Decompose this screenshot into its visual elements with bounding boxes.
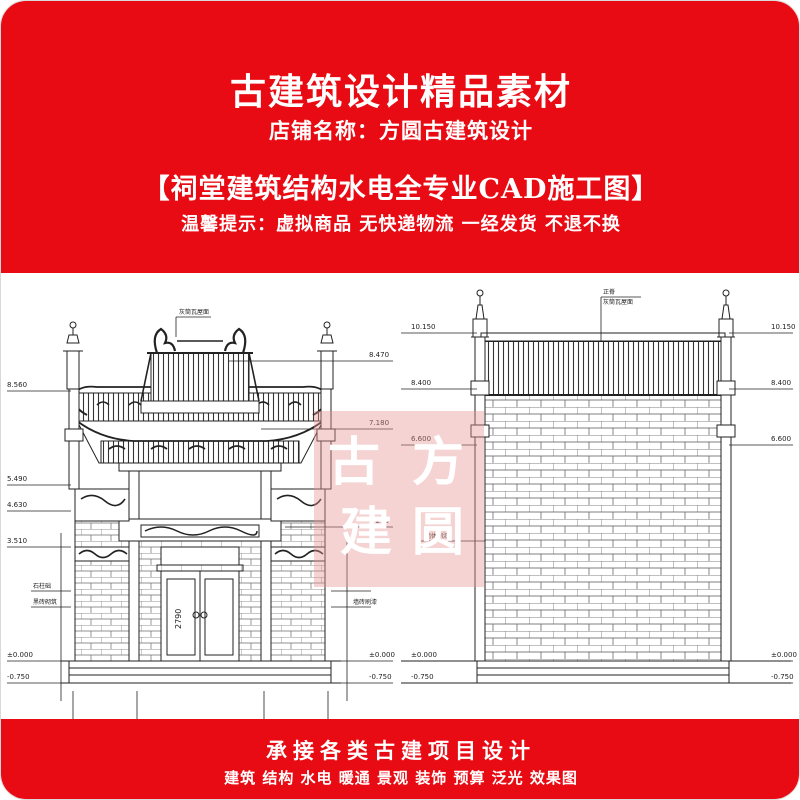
side-elevation — [401, 289, 793, 684]
watermark: 古 方 建 圆 — [314, 411, 484, 587]
side-annotation: 正脊 — [603, 288, 615, 296]
side-level-label: 8.400 — [411, 379, 431, 387]
watermark-char: 建 — [340, 502, 393, 563]
side-level-label: -0.750 — [771, 673, 794, 681]
front-annotation: 墙砖刷漆 — [353, 598, 377, 606]
front-level-label: 7.180 — [369, 419, 389, 427]
product-title: 【祠堂建筑结构水电全专业CAD施工图】 — [142, 174, 660, 205]
front-level-label: 8.560 — [7, 381, 27, 389]
front-level-label: 8.470 — [369, 351, 389, 359]
front-level-labels: 8.470 8.560 7.180 5.490 4.630 4.210 3.51… — [7, 308, 395, 681]
front-level-label: -0.750 — [369, 673, 392, 681]
side-level-label: 10.150 — [771, 323, 796, 331]
door-height-label: 2790 — [174, 609, 183, 629]
watermark-char: 圆 — [412, 502, 465, 563]
side-level-label: 6.600 — [411, 435, 431, 443]
side-level-labels: 10.150 10.150 8.400 8.400 6.600 6.600 ±0… — [411, 288, 797, 681]
front-level-label: 4.630 — [7, 501, 27, 509]
front-level-label: -0.750 — [7, 673, 30, 681]
side-level-label: 10.150 — [411, 323, 436, 331]
front-level-label: 3.510 — [7, 537, 27, 545]
footer-services: 建筑 结构 水电 暖通 景观 装饰 预算 泛光 效果图 — [224, 769, 578, 787]
cad-elevation-drawing: 8.470 8.560 7.180 5.490 4.630 4.210 3.51… — [7, 288, 797, 719]
side-level-label: 6.600 — [771, 435, 791, 443]
front-level-label: 5.490 — [7, 475, 27, 483]
side-level-label: ±0.000 — [411, 651, 437, 659]
watermark-char: 古 — [328, 432, 381, 493]
front-annotation: 灰筒瓦屋面 — [179, 308, 209, 316]
side-annotation: 灰筒瓦屋面 — [603, 298, 633, 306]
watermark-char: 方 — [412, 432, 465, 493]
front-annotation: 石柱础 — [33, 582, 51, 590]
front-level-label: ±0.000 — [7, 651, 33, 659]
side-level-label: -0.750 — [411, 673, 434, 681]
footer-slogan: 承接各类古建项目设计 — [266, 738, 536, 763]
bottom-banner — [1, 719, 799, 799]
side-level-label: ±0.000 — [771, 651, 797, 659]
front-level-label: 4.210 — [369, 517, 389, 525]
side-annotation: 墙体刷漆 — [425, 532, 449, 540]
notice-text: 温馨提示：虚拟商品 无快递物流 一经发货 不退不换 — [181, 214, 621, 235]
front-level-label: ±0.000 — [369, 651, 395, 659]
side-level-label: 8.400 — [771, 379, 791, 387]
top-banner — [1, 1, 799, 273]
front-annotation: 黑砖砌筑 — [33, 598, 57, 606]
banner-title: 古建筑设计精品素材 — [229, 71, 572, 113]
front-elevation — [7, 316, 393, 719]
shop-name: 店铺名称：方圆古建筑设计 — [269, 118, 533, 143]
